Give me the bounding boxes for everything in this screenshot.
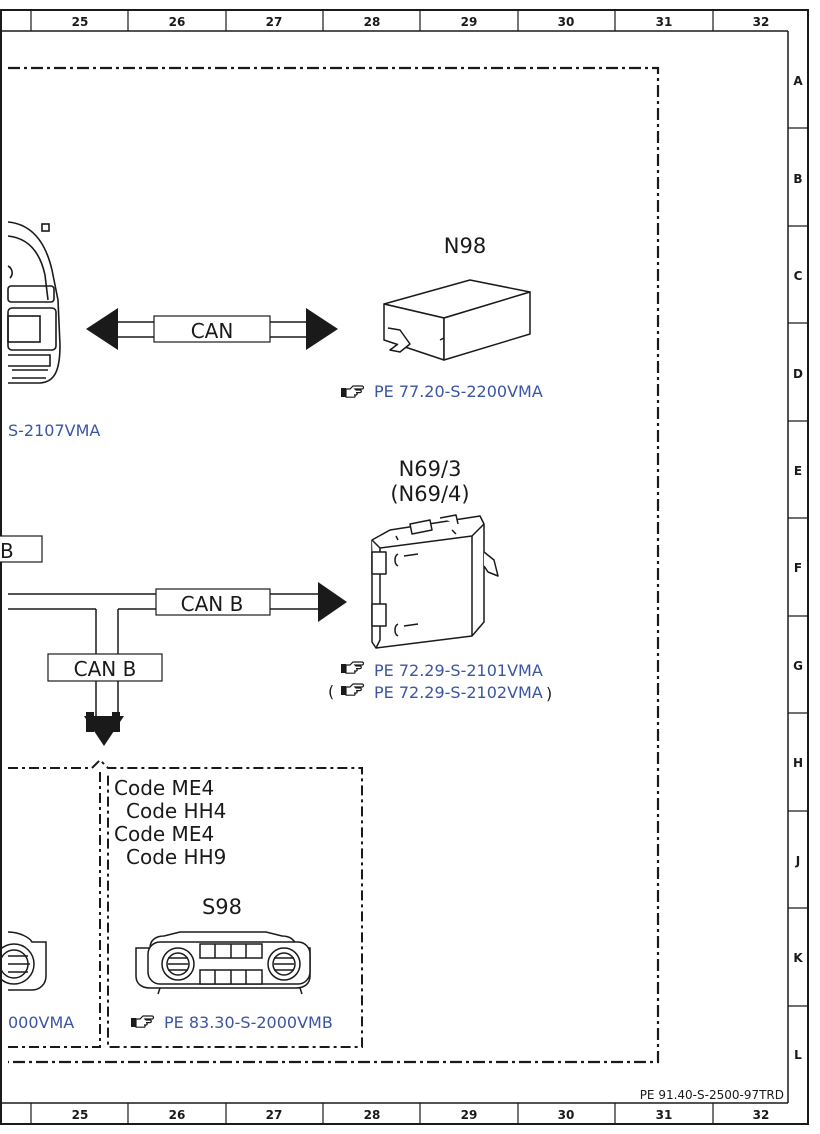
col-label-bottom: 27 xyxy=(266,1108,283,1122)
row-ticks xyxy=(788,127,808,1007)
n98-label: N98 xyxy=(444,234,486,258)
row-label: K xyxy=(793,951,803,965)
col-label-bottom: 25 xyxy=(72,1108,89,1122)
column-ticks xyxy=(30,10,714,1124)
can-b-bus: CAN B CAN B xyxy=(8,582,347,746)
col-label-bottom: 32 xyxy=(753,1108,770,1122)
can-bus-top: CAN xyxy=(86,308,338,350)
col-label-bottom: 30 xyxy=(558,1108,575,1122)
pointing-hand-icon xyxy=(130,1015,155,1028)
drawing-frame xyxy=(0,9,809,1125)
code-line: Code HH9 xyxy=(126,845,226,869)
col-label-top: 28 xyxy=(364,15,381,29)
can-b-label-down: CAN B xyxy=(74,657,137,681)
row-label: H xyxy=(793,756,803,770)
partial-box-label: B xyxy=(0,539,14,563)
n98-module xyxy=(383,279,531,361)
n69-ref[interactable]: PE 72.29-S-2101VMA xyxy=(374,661,543,680)
arrow-right-icon xyxy=(318,582,347,622)
s98-label: S98 xyxy=(202,895,242,919)
document-ref: PE 91.40-S-2500-97TRD xyxy=(640,1088,784,1102)
ref-left-bottom[interactable]: 000VMA xyxy=(8,1013,74,1032)
code-line: Code ME4 xyxy=(114,776,214,800)
col-label-bottom: 28 xyxy=(364,1108,381,1122)
ref-left-top[interactable]: S-2107VMA xyxy=(8,421,100,440)
row-label: A xyxy=(793,74,803,88)
col-label-top: 25 xyxy=(72,15,89,29)
col-label-top: 27 xyxy=(266,15,283,29)
system-boundary xyxy=(8,66,660,1064)
row-label: L xyxy=(794,1048,802,1062)
n69-label-alt: (N69/4) xyxy=(390,482,469,506)
can-b-label-right: CAN B xyxy=(181,592,244,616)
row-label: E xyxy=(794,464,802,478)
paren-open: ( xyxy=(328,682,334,701)
col-label-top: 32 xyxy=(753,15,770,29)
col-label-bottom: 26 xyxy=(169,1108,186,1122)
paren-close: ) xyxy=(546,684,552,703)
row-label: B xyxy=(793,172,802,186)
partial-label-box xyxy=(0,535,43,563)
code-line: Code ME4 xyxy=(114,822,214,846)
col-label-bottom: 31 xyxy=(656,1108,673,1122)
n69-module xyxy=(371,514,499,649)
s98-switch-panel xyxy=(135,931,311,995)
row-label: C xyxy=(794,269,803,283)
col-label-bottom: 29 xyxy=(461,1108,478,1122)
row-label: G xyxy=(793,659,803,673)
col-label-top: 29 xyxy=(461,15,478,29)
partial-unit-bottom xyxy=(0,931,47,991)
col-label-top: 26 xyxy=(169,15,186,29)
arrow-right-icon xyxy=(306,308,338,350)
code-line: Code HH4 xyxy=(126,799,226,823)
pointing-hand-icon xyxy=(340,661,365,674)
n98-ref[interactable]: PE 77.20-S-2200VMA xyxy=(374,382,543,401)
s98-ref[interactable]: PE 83.30-S-2000VMB xyxy=(164,1013,333,1032)
col-label-top: 31 xyxy=(656,15,673,29)
code-boundary xyxy=(8,758,363,1048)
can-label-top: CAN xyxy=(191,319,234,343)
col-label-top: 30 xyxy=(558,15,575,29)
row-label: J xyxy=(795,854,800,868)
partial-unit-top xyxy=(7,221,61,384)
n69-label: N69/3 xyxy=(399,457,462,481)
n69-ref-alt[interactable]: PE 72.29-S-2102VMA xyxy=(374,683,543,702)
row-label: F xyxy=(794,561,802,575)
row-label: D xyxy=(793,367,803,381)
pointing-hand-icon xyxy=(340,683,365,696)
arrow-down-icon xyxy=(84,716,124,746)
arrow-left-icon xyxy=(86,308,118,350)
pointing-hand-icon xyxy=(340,385,365,398)
